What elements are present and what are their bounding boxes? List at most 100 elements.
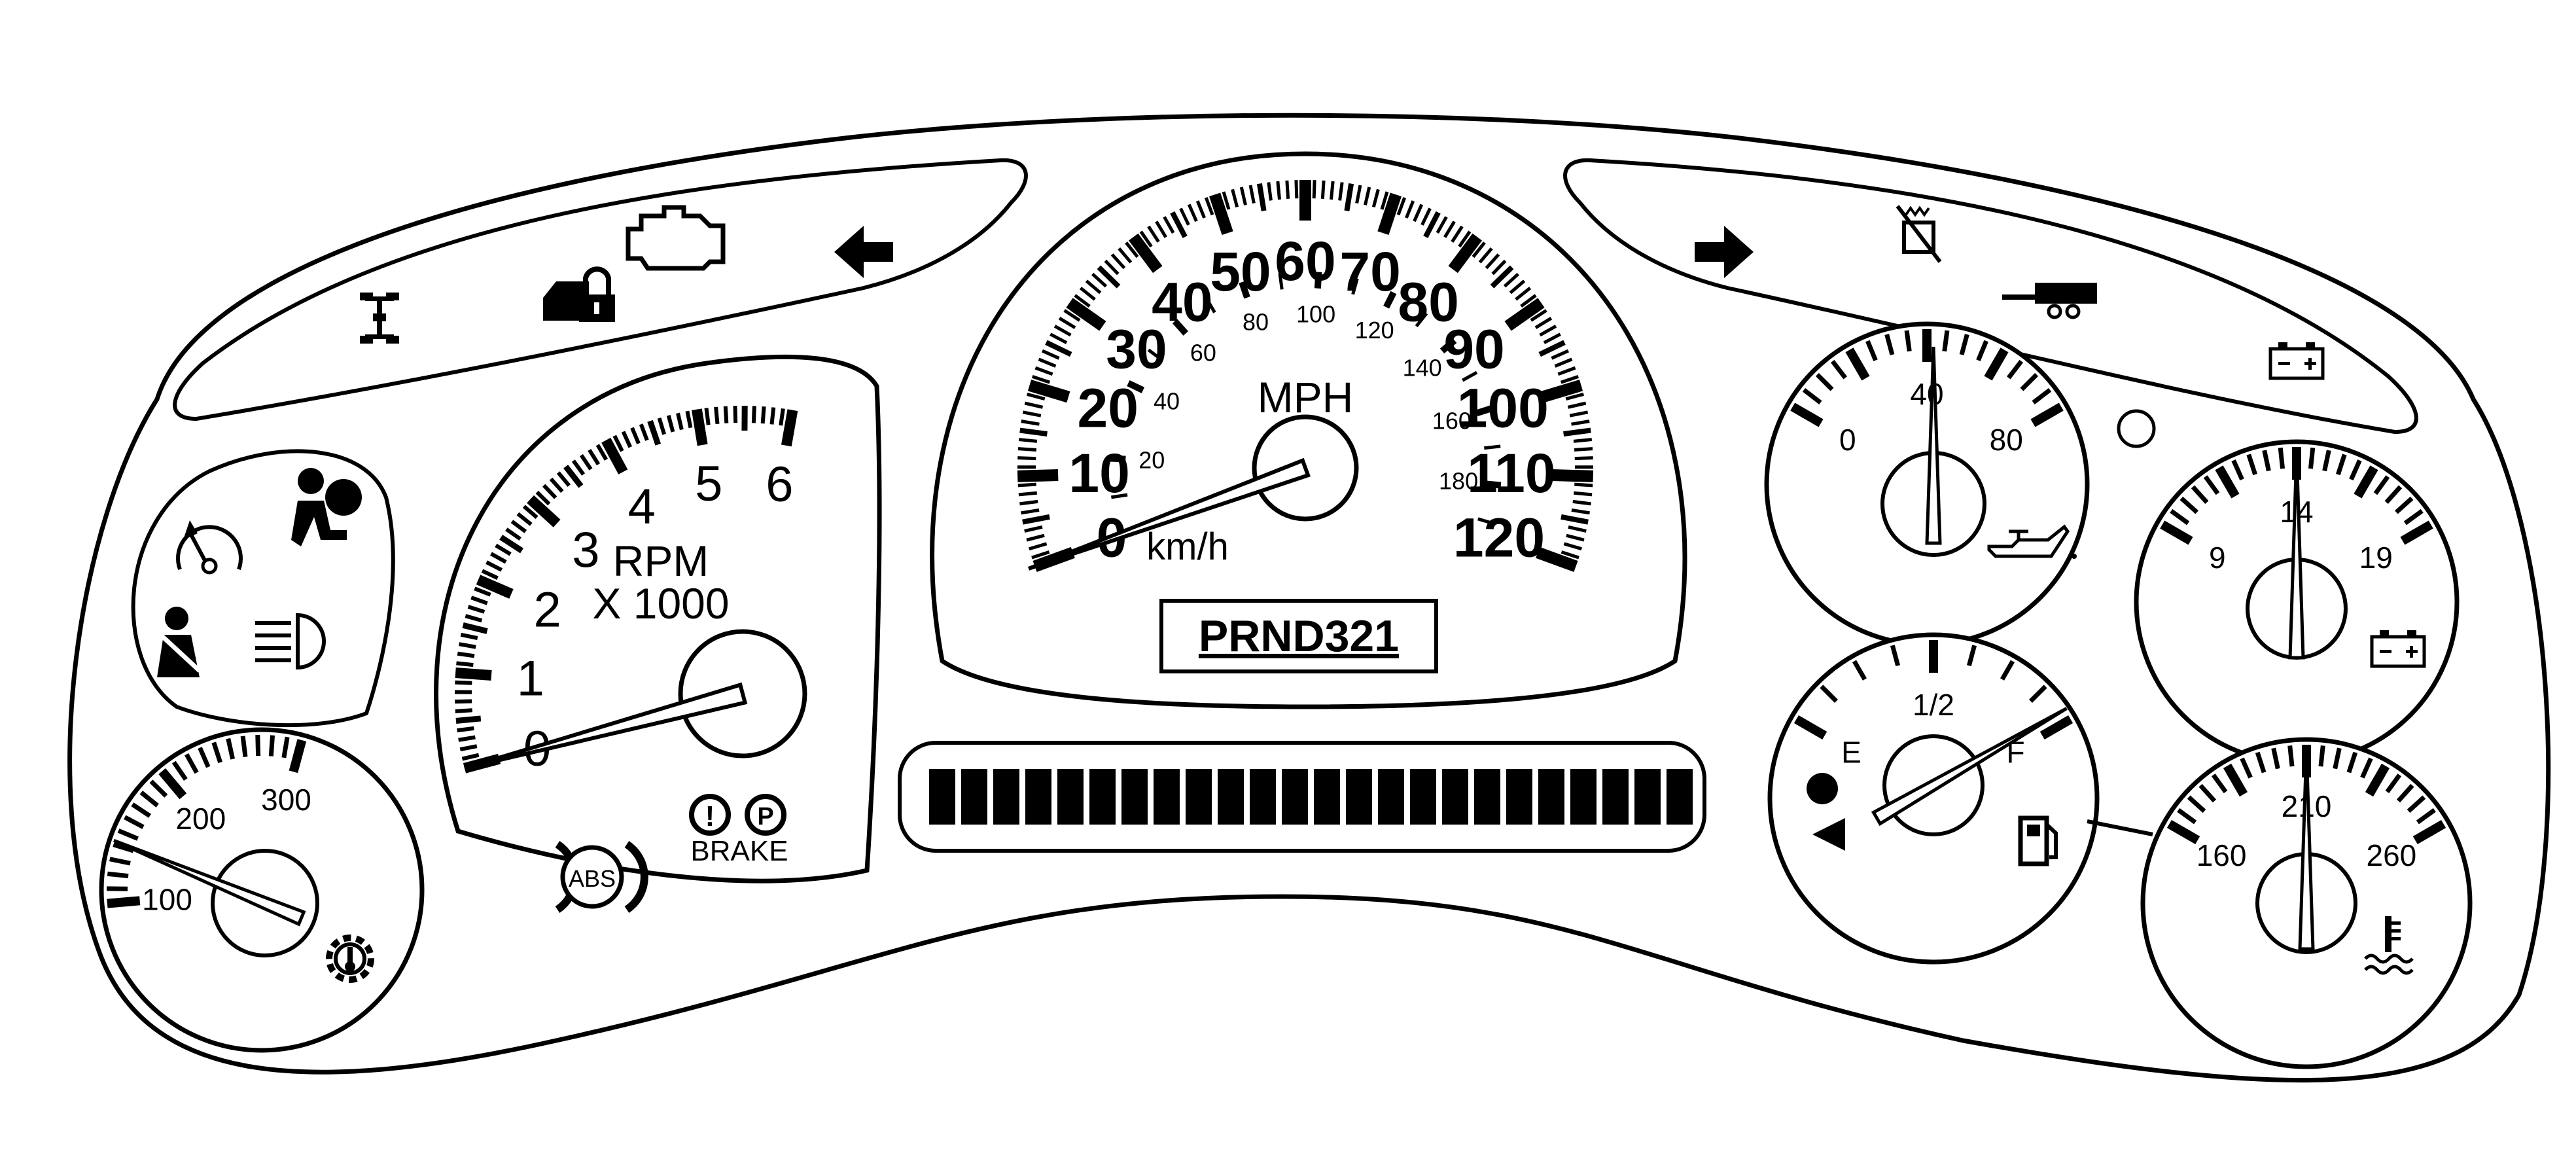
odometer-segment	[993, 769, 1019, 825]
trans-temp-gauge-tick	[243, 736, 245, 757]
speedometer-tick	[1018, 449, 1036, 450]
brake-label: BRAKE	[690, 835, 788, 867]
speedometer-kmh-tick	[1109, 458, 1125, 459]
trans-temp-gauge-label: 100	[142, 883, 192, 917]
voltmeter-battery-icon	[2372, 630, 2424, 666]
trans-temp-gauge: 100 200 300	[101, 730, 422, 1050]
odometer-segment	[1634, 769, 1661, 825]
tachometer-tick	[786, 410, 793, 446]
speedometer-mph-label: 40	[1152, 271, 1212, 332]
battery-icon	[2270, 342, 2323, 378]
speedometer-kmh-label: 20	[1138, 447, 1165, 474]
tachometer-label: 5	[695, 456, 722, 512]
odometer-segment	[1346, 769, 1372, 825]
tachometer-multiplier-label: X 1000	[592, 579, 729, 628]
odometer-segment	[1282, 769, 1308, 825]
speedometer-mph-label: 110	[1467, 442, 1556, 504]
odometer-segment	[1218, 769, 1244, 825]
tachometer-tick	[457, 728, 474, 730]
tachometer-tick	[455, 710, 472, 711]
oil-pressure-gauge-tick	[1945, 330, 1947, 351]
speedometer-mph-label: 50	[1210, 241, 1271, 302]
odometer-segment	[1442, 769, 1468, 825]
speedometer-kmh-label: 160	[1432, 407, 1472, 434]
speedometer-tick	[1574, 493, 1592, 495]
speedometer-kmh-tick	[1318, 272, 1319, 289]
odometer-segment	[961, 769, 987, 825]
tachometer-tick	[459, 738, 476, 740]
trans-temp-gauge-label: 200	[175, 802, 226, 836]
speedometer-tick	[1322, 181, 1324, 199]
speedometer-tick	[1019, 440, 1037, 442]
speedometer-kmh-label: 100	[1296, 301, 1335, 328]
indicator-lamp	[2119, 411, 2154, 446]
speedometer-tick	[1018, 484, 1036, 486]
speedometer-tick	[1340, 183, 1343, 201]
odometer-segment	[1057, 769, 1084, 825]
voltmeter-gauge-label: 9	[2209, 541, 2226, 575]
tachometer-tick	[781, 408, 783, 425]
tachometer-tick	[726, 406, 727, 423]
speedometer-kmh-label: 40	[1154, 388, 1180, 415]
tachometer-tick	[455, 701, 472, 702]
trans-temp-icon	[329, 938, 371, 980]
abs-label: ABS	[569, 865, 616, 892]
speedometer-kmh-tick	[1280, 274, 1282, 290]
speedometer-tick	[1331, 181, 1333, 200]
odometer-segment	[1154, 769, 1180, 825]
oil-pressure-gauge-label: 40	[1910, 377, 1943, 411]
fuel-gauge-label: 1/2	[1913, 688, 1954, 722]
speedometer-tick	[1287, 181, 1288, 199]
tachometer-tick	[763, 406, 764, 423]
tachometer-tick	[457, 654, 474, 656]
speedometer-tick	[1573, 501, 1591, 503]
coolant-temp-gauge-label: 160	[2197, 838, 2247, 872]
speedometer-tick	[1564, 431, 1591, 434]
odometer-segment	[1538, 769, 1564, 825]
trans-temp-gauge-tick	[107, 874, 128, 876]
voltmeter-gauge-label: 19	[2359, 541, 2393, 575]
trans-temp-gauge-tick	[271, 736, 272, 757]
speedometer-kmh-label: 180	[1439, 468, 1478, 495]
odometer-segment	[1089, 769, 1116, 825]
brake-symbol-exclaim: !	[705, 800, 715, 832]
speedometer-tick	[1575, 458, 1593, 459]
brake-symbol-park: P	[757, 803, 773, 830]
speedometer-tick	[1020, 431, 1048, 434]
tachometer-tick	[771, 408, 773, 425]
tachometer-tick	[697, 410, 703, 445]
odometer-segment	[1121, 769, 1148, 825]
oil-pressure-gauge: 0 40 80	[1767, 324, 2087, 645]
tachometer-label: 6	[766, 457, 793, 512]
speedometer-kmh-label: 140	[1403, 354, 1442, 381]
speedometer-unit-label: MPH	[1258, 373, 1354, 421]
speedometer-kmh-tick	[1485, 484, 1501, 485]
speedometer-tick	[1574, 440, 1592, 442]
tachometer-tick	[455, 673, 491, 675]
oil-pressure-gauge-label: 80	[1990, 423, 2023, 457]
speedometer-tick	[1017, 458, 1036, 459]
trans-temp-gauge-label: 300	[261, 783, 311, 817]
tachometer-label: 1	[517, 650, 544, 706]
odometer-segment	[1186, 769, 1212, 825]
odometer-segment	[1314, 769, 1340, 825]
speedometer-tick	[1269, 183, 1271, 201]
odometer-segment	[1506, 769, 1532, 825]
speedometer-tick	[1296, 180, 1297, 198]
speedometer-tick	[1019, 501, 1038, 503]
odometer-segment	[1378, 769, 1404, 825]
speedometer-mph-label: 120	[1453, 507, 1545, 569]
fuel-gauge-label: E	[1841, 736, 1861, 770]
tachometer-tick	[706, 408, 708, 425]
tachometer-label: 4	[628, 479, 656, 535]
tachometer-tick	[456, 719, 481, 721]
tachometer-tick	[456, 663, 473, 665]
speedometer-tick	[1017, 475, 1058, 476]
odometer-segment	[1602, 769, 1629, 825]
odometer-segment	[929, 769, 955, 825]
tachometer-label: 2	[533, 582, 561, 637]
oil-pressure-gauge-label: 0	[1839, 423, 1856, 457]
coolant-temp-gauge-label: 260	[2367, 838, 2417, 872]
odometer-segment	[1667, 769, 1693, 825]
